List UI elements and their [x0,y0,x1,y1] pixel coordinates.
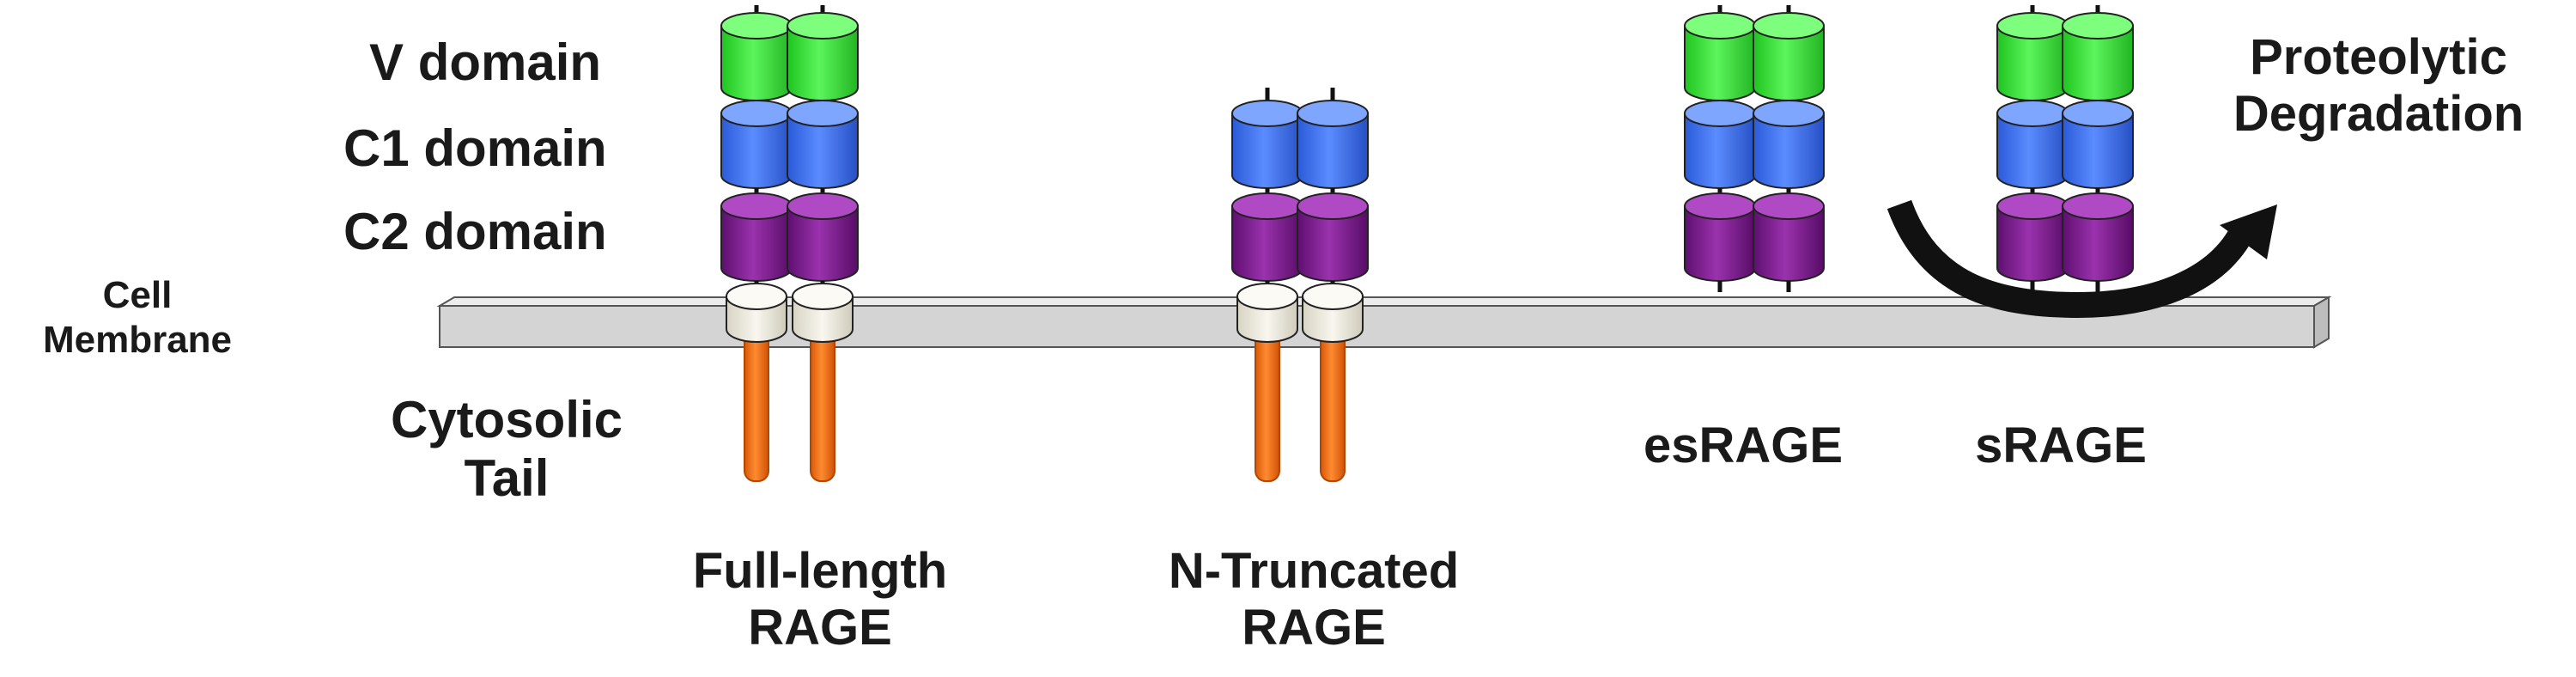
c2-domain [1231,192,1303,282]
esrage-monomer-1 [1684,5,1756,292]
c2-domain [1684,192,1756,282]
c1-domain [1684,100,1756,189]
proteolytic-degradation-label: Proteolytic Degradation [2198,29,2559,143]
transmembrane-domain [1302,283,1364,343]
cell-membrane-label: Cell Membrane [17,273,258,363]
c2-domain [1753,192,1825,282]
c1-domain [787,100,859,189]
c2-domain [1297,192,1369,282]
v-domain [720,12,793,101]
n-truncated-rage-monomer-1 [1231,88,1303,482]
c2-domain [1996,192,2069,282]
full-length-rage-monomer-1 [720,5,793,482]
cell-membrane-label-line2: Membrane [42,319,233,361]
full-length-rage-label-line2: RAGE [748,600,892,656]
c1-domain [1996,100,2069,189]
c1-domain [720,100,793,189]
cytosolic-tail-label-line2: Tail [464,449,550,507]
c1-domain [2062,100,2134,189]
c2-domain [720,192,793,282]
c2-domain [787,192,859,282]
c1-domain [1753,100,1825,189]
srage-monomer-1 [1996,5,2069,292]
cell-membrane-label-line1: Cell [102,274,173,316]
n-truncated-rage-label-line2: RAGE [1242,600,1386,656]
v-domain [2062,12,2134,101]
c1-domain-label: C1 domain [343,119,607,177]
v-domain [1684,12,1756,101]
full-length-rage-label: Full-length RAGE [640,543,1000,656]
n-truncated-rage-monomer-2 [1297,88,1369,482]
srage-monomer-2 [2062,5,2134,292]
n-truncated-rage-label: N-Truncated RAGE [1116,543,1511,656]
proteolytic-degradation-label-line2: Degradation [2233,86,2524,142]
transmembrane-domain [726,283,787,343]
n-truncated-rage-label-line1: N-Truncated [1168,543,1460,599]
v-domain [787,12,859,101]
c2-domain [2062,192,2134,282]
srage-label: sRAGE [1975,418,2147,473]
proteolytic-degradation-arrow [1886,199,2277,319]
transmembrane-domain [792,283,854,343]
full-length-rage-label-line1: Full-length [692,543,948,599]
full-length-rage-monomer-2 [787,5,859,482]
proteolytic-degradation-label-line1: Proteolytic [2250,29,2507,85]
cytosolic-tail-label: Cytosolic Tail [352,391,661,508]
c1-domain [1231,100,1303,189]
v-domain-label: V domain [369,34,602,91]
cytosolic-tail-label-line1: Cytosolic [390,391,623,448]
esrage-label: esRAGE [1643,418,1844,473]
c2-domain-label: C2 domain [343,203,607,260]
v-domain [1996,12,2069,101]
esrage-monomer-2 [1753,5,1825,292]
c1-domain [1297,100,1369,189]
v-domain [1753,12,1825,101]
transmembrane-domain [1236,283,1298,343]
